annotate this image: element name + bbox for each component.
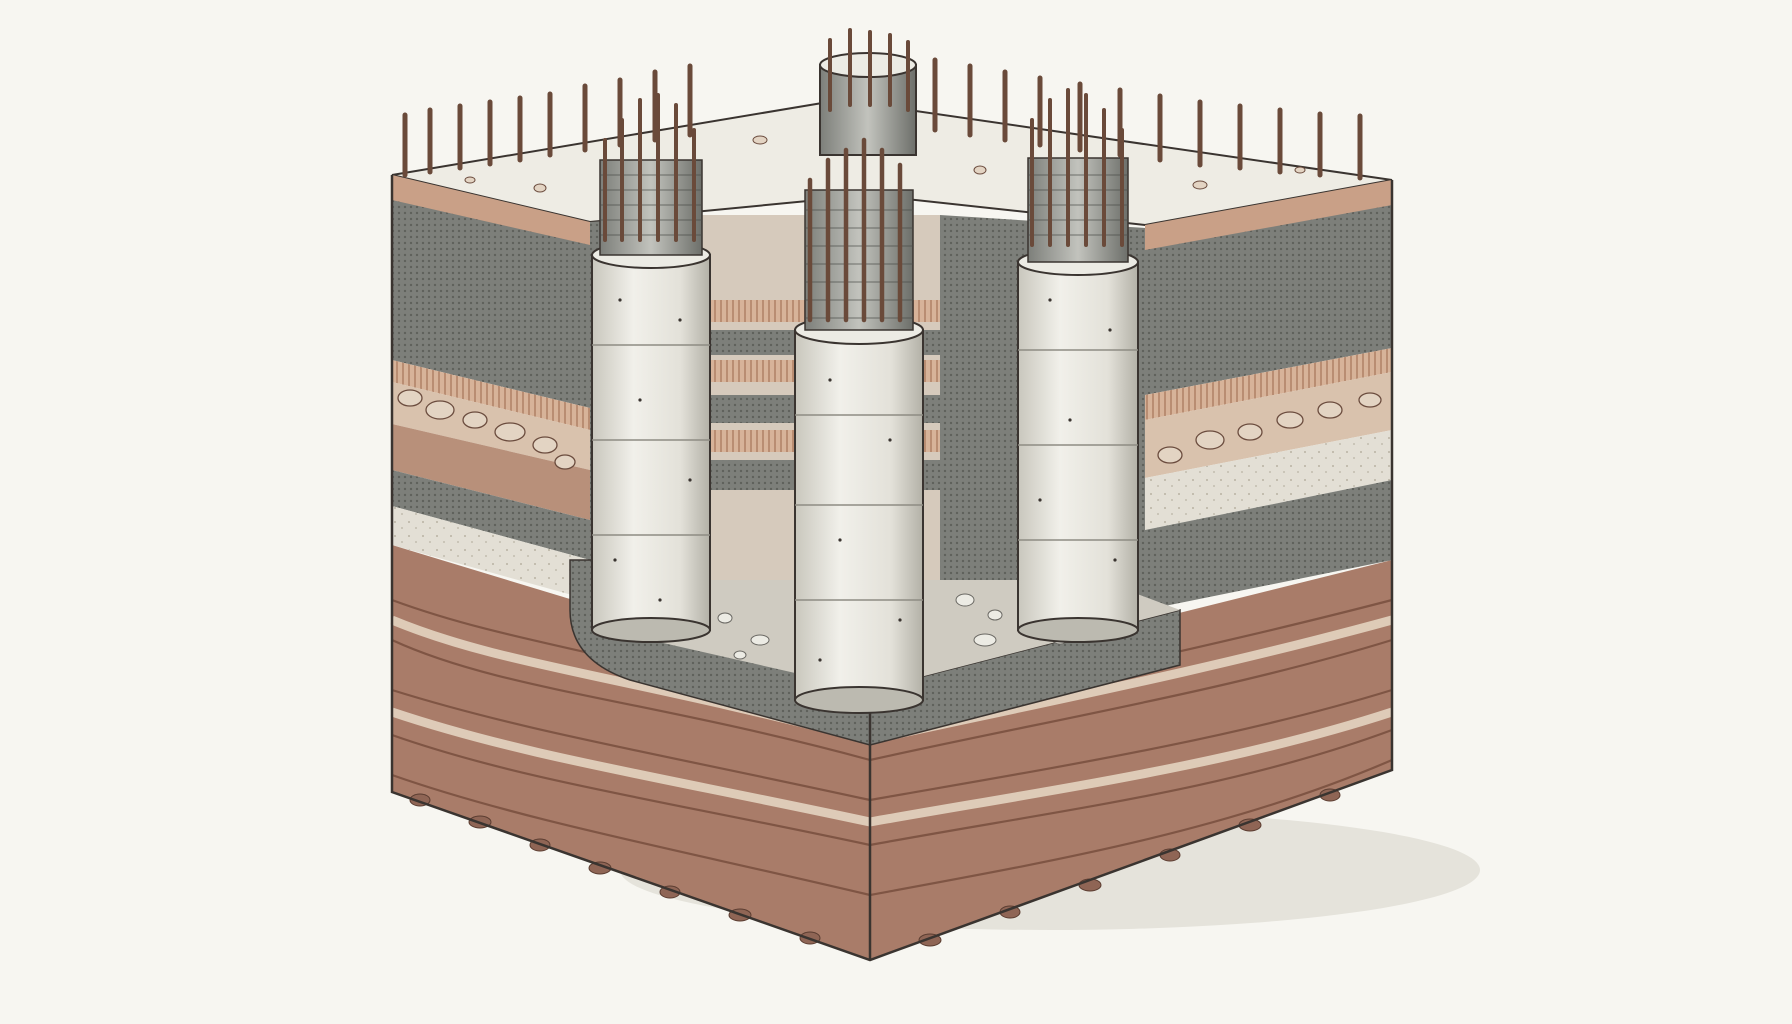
concrete-pile-right bbox=[1017, 88, 1139, 643]
concrete-pile-center bbox=[794, 137, 924, 714]
cobble-layer bbox=[397, 389, 1382, 470]
concrete-pile-left bbox=[591, 93, 711, 643]
concrete-speckles bbox=[613, 298, 1117, 662]
perimeter-rebar bbox=[402, 57, 1363, 181]
back-pile bbox=[819, 28, 917, 156]
block-outline bbox=[390, 175, 1394, 962]
top-slab-aggregate bbox=[464, 135, 1306, 193]
